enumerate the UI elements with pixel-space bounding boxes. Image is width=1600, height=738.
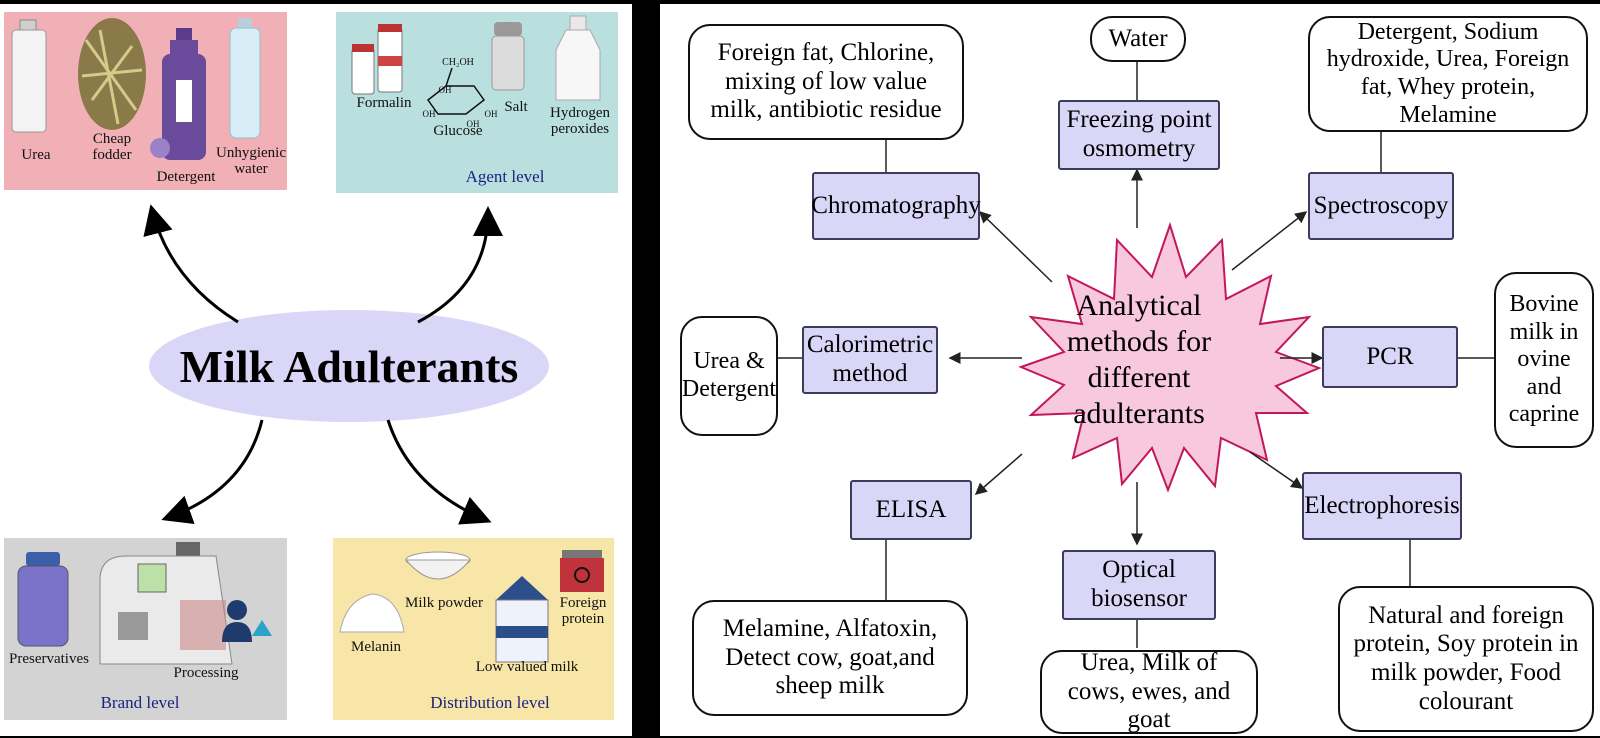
processing-machine-icon: [99, 542, 233, 665]
result-calorimetric: Urea & Detergent: [680, 316, 778, 436]
arrow-to-top-left: [143, 204, 239, 324]
powder-pile-icon: [339, 593, 405, 633]
glucose-formula-oh-2: OH: [422, 109, 436, 119]
hub-star: [1018, 221, 1322, 493]
method-calorimetric: Calorimetric method: [802, 326, 938, 394]
milk-adulterants-title: Milk Adulterants: [179, 340, 519, 392]
label-formalin: Formalin: [356, 95, 412, 111]
distribution-level-title: Distribution level: [430, 693, 550, 712]
method-elisa: ELISA: [850, 480, 972, 540]
method-spectroscopy: Spectroscopy: [1308, 172, 1454, 240]
arrow-hub-spectroscopy: [1231, 211, 1308, 271]
scientist-icon: [222, 600, 272, 642]
result-chromatography: Foreign fat, Chlorine, mixing of low val…: [688, 24, 964, 140]
detergent-bottle-icon: [150, 28, 206, 160]
label-hydrogen-peroxides: Hydrogen peroxides: [550, 105, 610, 137]
label-milk-powder: Milk powder: [405, 595, 483, 611]
glucose-formula-oh-3: OH: [484, 109, 498, 119]
label-cheap-fodder: Cheap fodder: [92, 131, 132, 163]
result-electrophoresis: Natural and foreign protein, Soy protein…: [1338, 586, 1594, 732]
powder-bowl-icon: [404, 551, 472, 580]
arrow-hub-chromatography: [978, 210, 1053, 283]
result-freezing-point: Water: [1090, 16, 1186, 62]
jar-icon: [17, 552, 69, 647]
label-low-valued-milk: Low valued milk: [475, 659, 579, 675]
milk-adulterants-ellipse: [149, 310, 549, 422]
hub-label: Analytical methods for different adulter…: [1066, 289, 1212, 430]
method-freezing-point-osmometry: Freezing point osmometry: [1058, 100, 1220, 170]
label-preservatives: Preservatives: [9, 651, 89, 667]
method-chromatography: Chromatography: [811, 172, 981, 240]
label-detergent: Detergent: [156, 169, 216, 185]
arrow-hub-electrophoresis: [1249, 451, 1304, 489]
glucose-formula-ch2oh: CH₂OH: [442, 57, 474, 68]
result-spectroscopy: Detergent, Sodium hydroxide, Urea, Forei…: [1308, 16, 1588, 132]
water-bottle-icon: [229, 18, 261, 139]
fodder-icon: [78, 18, 146, 130]
arrow-hub-elisa: [974, 453, 1023, 495]
agent-level-title: Agent level: [465, 167, 545, 186]
method-optical-biosensor: Optical biosensor: [1062, 550, 1216, 620]
result-pcr: Bovine milk in ovine and caprine: [1494, 272, 1594, 448]
label-melanin: Melanin: [351, 639, 401, 655]
glucose-formula-oh-4: OH: [466, 119, 480, 129]
label-unhygienic-water: Unhygienic water: [216, 145, 286, 177]
method-electrophoresis: Electrophoresis: [1302, 472, 1462, 540]
result-elisa: Melamine, Alfatoxin, Detect cow, goat,an…: [692, 600, 968, 716]
brand-level-title: Brand level: [100, 693, 180, 712]
arrow-to-agent-level: [417, 206, 503, 324]
glucose-molecule-icon: [426, 67, 486, 115]
milk-carton-icon: [495, 576, 549, 663]
bottle-icon: [555, 15, 601, 101]
arrow-to-brand-level: [161, 419, 264, 524]
arrow-to-distribution-level: [386, 419, 492, 525]
salt-shaker-icon: [491, 22, 525, 91]
glucose-formula-oh-1: OH: [438, 85, 452, 95]
method-pcr: PCR: [1322, 326, 1458, 388]
plastic-bottle-icon: [11, 19, 47, 133]
label-foreign-protein: Foreign protein: [559, 595, 607, 627]
result-optical-biosensor: Urea, Milk of cows, ewes, and goat: [1040, 649, 1258, 734]
vial-icon: [351, 24, 403, 95]
label-processing: Processing: [173, 665, 239, 681]
label-salt: Salt: [504, 99, 528, 115]
label-urea: Urea: [21, 147, 51, 163]
biohazard-box-icon: [560, 550, 604, 592]
label-glucose: Glucose: [433, 123, 483, 139]
